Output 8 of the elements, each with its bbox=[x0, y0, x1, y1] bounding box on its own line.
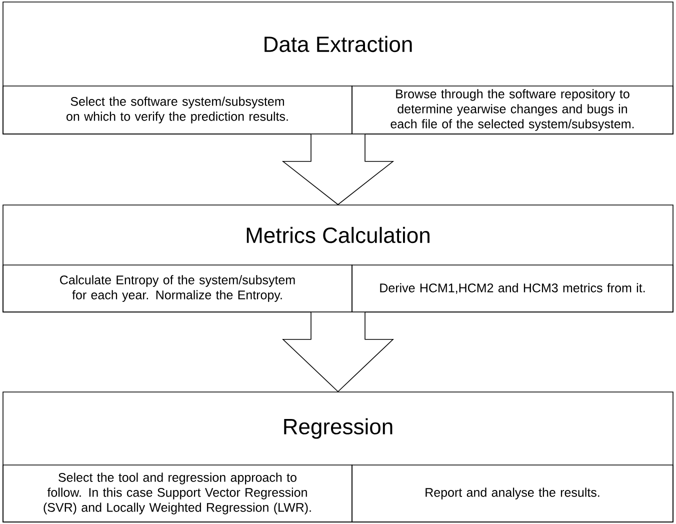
block-arrow bbox=[282, 312, 394, 392]
step-box: Select the software system/subsystem on which to verify the prediction results. bbox=[2, 86, 352, 134]
step-box: Derive HCM1,HCM2 and HCM3 metrics from it. bbox=[352, 264, 674, 312]
step-box: Report and analyse the results. bbox=[352, 464, 674, 522]
step-box: Browse through the software repository to determine yearwise changes and bugs in each file of the selected system/subsystem. bbox=[352, 86, 674, 134]
step-box: Select the tool and regression approach to follow. In this case Support Vector Regression (SVR) and Locally Weighted Regression (LWR). bbox=[2, 464, 352, 522]
step-box: Calculate Entropy of the system/subsytem for each year. Normalize the Entropy. bbox=[2, 264, 352, 312]
block-arrow bbox=[282, 134, 394, 206]
